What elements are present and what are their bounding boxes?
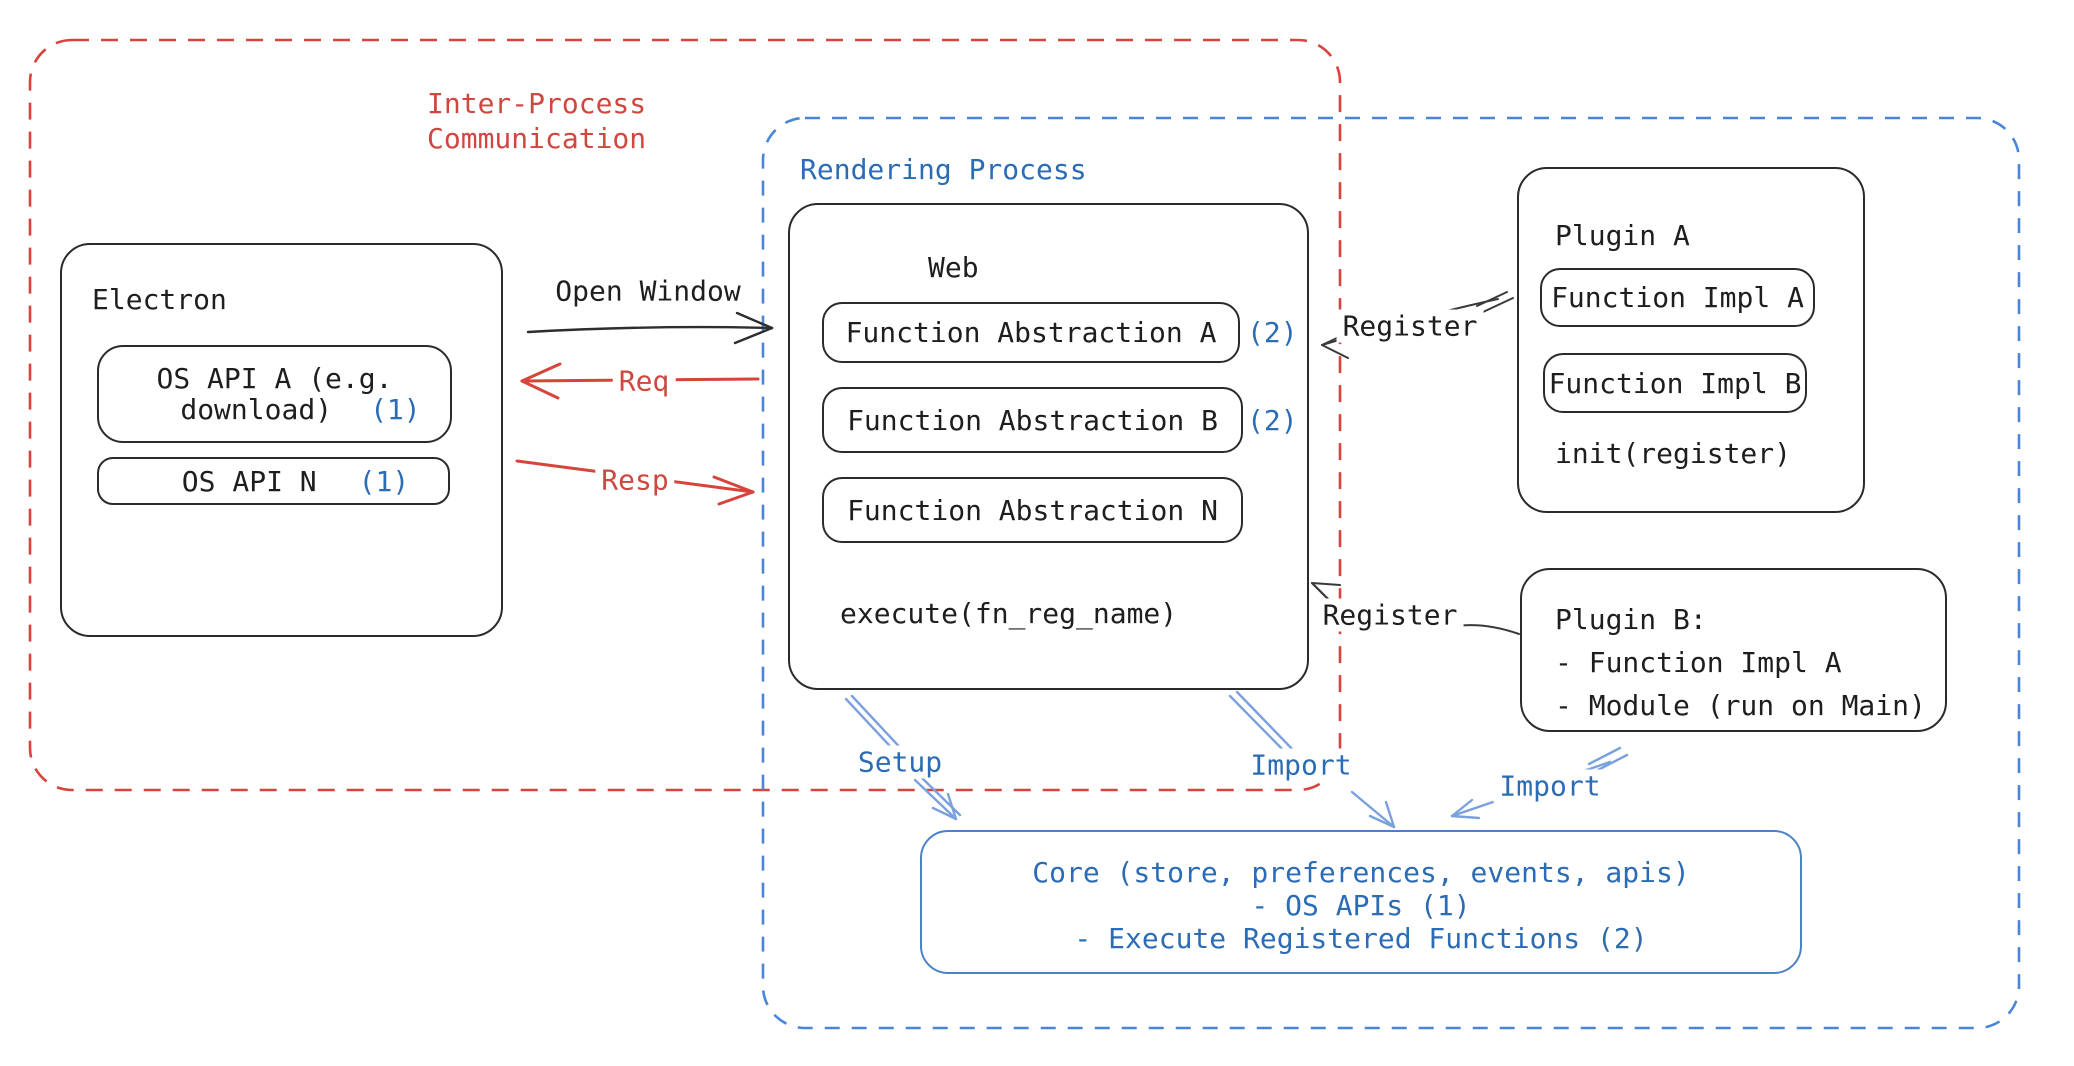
- register-top-label: Register: [1336, 309, 1484, 343]
- rendering-region-label: Rendering Process: [800, 153, 1087, 186]
- os-api-n-badge: (1): [358, 464, 410, 498]
- function-abstraction-b-box: Function Abstraction B: [822, 387, 1243, 453]
- req-label: Req: [612, 364, 676, 398]
- import-right-label: Import: [1493, 769, 1607, 803]
- ipc-region-border: [28, 38, 1342, 792]
- function-abstraction-a-badge: (2): [1247, 316, 1298, 349]
- ipc-label-line2: Communication: [427, 122, 647, 155]
- import-left-arrow: [1228, 690, 1396, 829]
- core-line3: - Execute Registered Functions (2): [1074, 922, 1648, 955]
- plugin-b-title: Plugin B:: [1555, 603, 1707, 636]
- plugin-a-init-label: init(register): [1555, 437, 1792, 470]
- ipc-label-line1: Inter-Process: [427, 87, 647, 120]
- core-box: Core (store, preferences, events, apis)-…: [920, 830, 1802, 974]
- electron-title: Electron: [92, 283, 227, 316]
- plugin-b-box: [1520, 568, 1947, 732]
- plugin-a-title: Plugin A: [1555, 219, 1690, 252]
- function-impl-a-box: Function Impl A: [1540, 268, 1815, 327]
- os-api-a-badge: (1): [370, 393, 421, 426]
- setup-label: Setup: [851, 745, 949, 779]
- open-window-label: Open Window: [555, 274, 741, 308]
- resp-label: Resp: [595, 463, 675, 497]
- function-abstraction-n-box: Function Abstraction N: [822, 477, 1243, 543]
- os-api-n-row: OS API N (1): [182, 465, 409, 498]
- execute-label: execute(fn_reg_name): [840, 597, 1178, 630]
- import-left-label: Import: [1244, 748, 1358, 782]
- register-bottom-label: Register: [1316, 598, 1464, 632]
- function-abstraction-a-box: Function Abstraction A: [822, 302, 1240, 363]
- core-line1: Core (store, preferences, events, apis): [1032, 856, 1690, 889]
- os-api-a-line1: OS API A (e.g.: [156, 362, 393, 395]
- os-api-a-line2: download)(1): [180, 393, 421, 426]
- open-window-arrow: [526, 311, 774, 345]
- os-api-n-box: OS API N (1): [97, 457, 450, 505]
- function-abstraction-b-badge: (2): [1247, 404, 1298, 437]
- function-impl-b-box: Function Impl B: [1543, 353, 1807, 413]
- rendering-region-border: [761, 116, 2021, 1030]
- os-api-a-box: OS API A (e.g. download)(1): [97, 345, 452, 443]
- plugin-b-item2: - Module (run on Main): [1555, 689, 1926, 722]
- plugin-a-box: [1517, 167, 1865, 513]
- os-api-n-label: OS API N: [181, 464, 317, 498]
- core-line2: - OS APIs (1): [1251, 889, 1471, 922]
- web-title: Web: [928, 251, 979, 284]
- plugin-b-text: Plugin B: - Function Impl A - Module (run …: [1555, 598, 1926, 727]
- plugin-b-item1: - Function Impl A: [1555, 646, 1842, 679]
